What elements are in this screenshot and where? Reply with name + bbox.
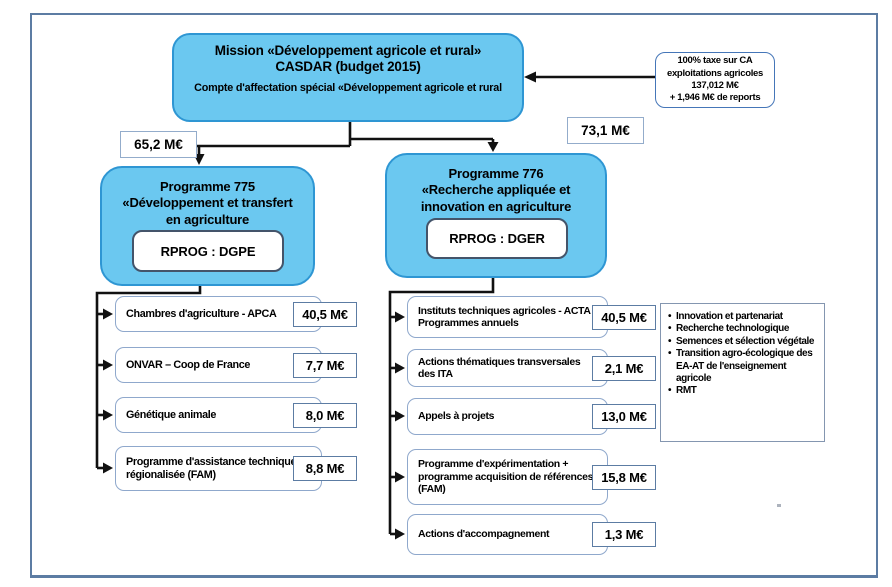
- theme-item: • Recherche technologique: [668, 323, 819, 335]
- themes-list: • Innovation et partenariat • Recherche …: [668, 311, 819, 398]
- programme-775-title-line1: Programme 775: [160, 179, 255, 194]
- bullet-icon: •: [668, 385, 672, 397]
- tax-note-line2: exploitations agricoles: [666, 67, 764, 79]
- programme-775-title-line2: «Développement et transfert: [122, 195, 293, 211]
- theme-label: RMT: [676, 385, 697, 397]
- bullet-icon: •: [668, 311, 672, 322]
- p776-item-accompagnement: Actions d'accompagnement: [407, 514, 608, 555]
- p775-item-onvar: ONVAR – Coop de France: [115, 347, 322, 383]
- programme-776-title-line1: Programme 776: [448, 166, 544, 181]
- mission-box: Mission «Développement agricole et rural…: [172, 33, 524, 122]
- item-label: Chambres d'agriculture - APCA: [126, 307, 277, 320]
- p775-item-genetique: Génétique animale: [115, 397, 322, 433]
- programme-776-title: Programme 776 «Recherche appliquée et in…: [387, 166, 605, 215]
- p776-item-actions-thematiques: Actions thématiques transversales des IT…: [407, 349, 608, 387]
- p775-item-assistance-technique: Programme d'assistance technique régiona…: [115, 446, 322, 491]
- item-label: ONVAR – Coop de France: [126, 358, 251, 371]
- item-label: Appels à projets: [418, 410, 495, 423]
- p776-item-instituts-techniques: Instituts techniques agricoles - ACTA Pr…: [407, 296, 608, 338]
- theme-label: Semences et sélection végétale: [676, 335, 815, 347]
- item-label: Programme d'expérimentation + programme …: [418, 458, 594, 496]
- item-label: Programme d'assistance technique régiona…: [126, 455, 297, 481]
- tax-note-line1: 100% taxe sur CA: [677, 55, 753, 67]
- p775-item-chambres-agriculture: Chambres d'agriculture - APCA: [115, 296, 322, 332]
- p775-item-chambres-amount: 40,5 M€: [293, 302, 357, 327]
- item-label: Instituts techniques agricoles - ACTA Pr…: [418, 304, 591, 329]
- p775-item-onvar-amount: 7,7 M€: [293, 353, 357, 378]
- theme-item: • RMT: [668, 385, 819, 397]
- programme-775-box: Programme 775 «Développement et transfer…: [100, 166, 315, 286]
- programme-776-title-line2: «Recherche appliquée et: [421, 182, 571, 198]
- item-label: Actions thématiques transversales des IT…: [418, 355, 581, 380]
- theme-item: • Transition agro-écologique des EA-AT d…: [668, 348, 819, 385]
- p776-item-instituts-amount: 40,5 M€: [592, 305, 656, 330]
- mission-title: Mission «Développement agricole et rural…: [174, 43, 522, 76]
- tax-note-line3: 137,012 M€: [691, 80, 739, 91]
- p776-item-experimentation-amount: 15,8 M€: [592, 465, 656, 490]
- rprog-dgpe-box: RPROG : DGPE: [132, 230, 284, 272]
- p776-item-accompagnement-amount: 1,3 M€: [592, 522, 656, 547]
- bullet-icon: •: [668, 323, 672, 335]
- programme-776-box: Programme 776 «Recherche appliquée et in…: [385, 153, 607, 278]
- rprog-dger-box: RPROG : DGER: [426, 218, 568, 259]
- p776-budget-label: 73,1 M€: [567, 117, 644, 144]
- theme-label: Recherche technologique: [676, 323, 790, 335]
- mission-account-line: Compte d'affectation spécial «Développem…: [194, 81, 502, 94]
- p775-item-genetique-amount: 8,0 M€: [293, 403, 357, 428]
- programme-775-title: Programme 775 «Développement et transfer…: [102, 179, 313, 228]
- theme-label: Innovation et partenariat: [676, 311, 783, 322]
- mission-title-line1: Mission «Développement agricole et rural…: [214, 43, 482, 58]
- tax-note-box: 100% taxe sur CA exploitations agricoles…: [655, 52, 775, 108]
- mission-title-line2: CASDAR (budget 2015): [275, 59, 421, 75]
- p776-item-appels-projets: Appels à projets: [407, 398, 608, 435]
- themes-box: • Innovation et partenariat • Recherche …: [660, 303, 825, 442]
- programme-775-title-line3: en agriculture: [165, 211, 250, 227]
- tax-note-line4: + 1,946 M€ de reports: [669, 92, 761, 104]
- bullet-icon: •: [668, 348, 672, 360]
- theme-item: • Innovation et partenariat: [668, 311, 819, 323]
- p776-item-actions-thematiques-amount: 2,1 M€: [592, 356, 656, 381]
- p775-budget-label: 65,2 M€: [120, 131, 197, 158]
- p776-item-appels-amount: 13,0 M€: [592, 404, 656, 429]
- p776-item-experimentation: Programme d'expérimentation + programme …: [407, 449, 608, 505]
- bullet-icon: •: [668, 335, 672, 347]
- p775-item-assistance-amount: 8,8 M€: [293, 456, 357, 481]
- theme-item: • Semences et sélection végétale: [668, 336, 819, 348]
- diagram-frame: [30, 13, 878, 578]
- programme-776-title-line3: innovation en agriculture: [420, 198, 572, 214]
- item-label: Génétique animale: [126, 408, 217, 421]
- item-label: Actions d'accompagnement: [418, 528, 550, 541]
- scan-speck: [777, 504, 781, 507]
- theme-label: Transition agro-écologique des EA-AT de …: [676, 348, 813, 384]
